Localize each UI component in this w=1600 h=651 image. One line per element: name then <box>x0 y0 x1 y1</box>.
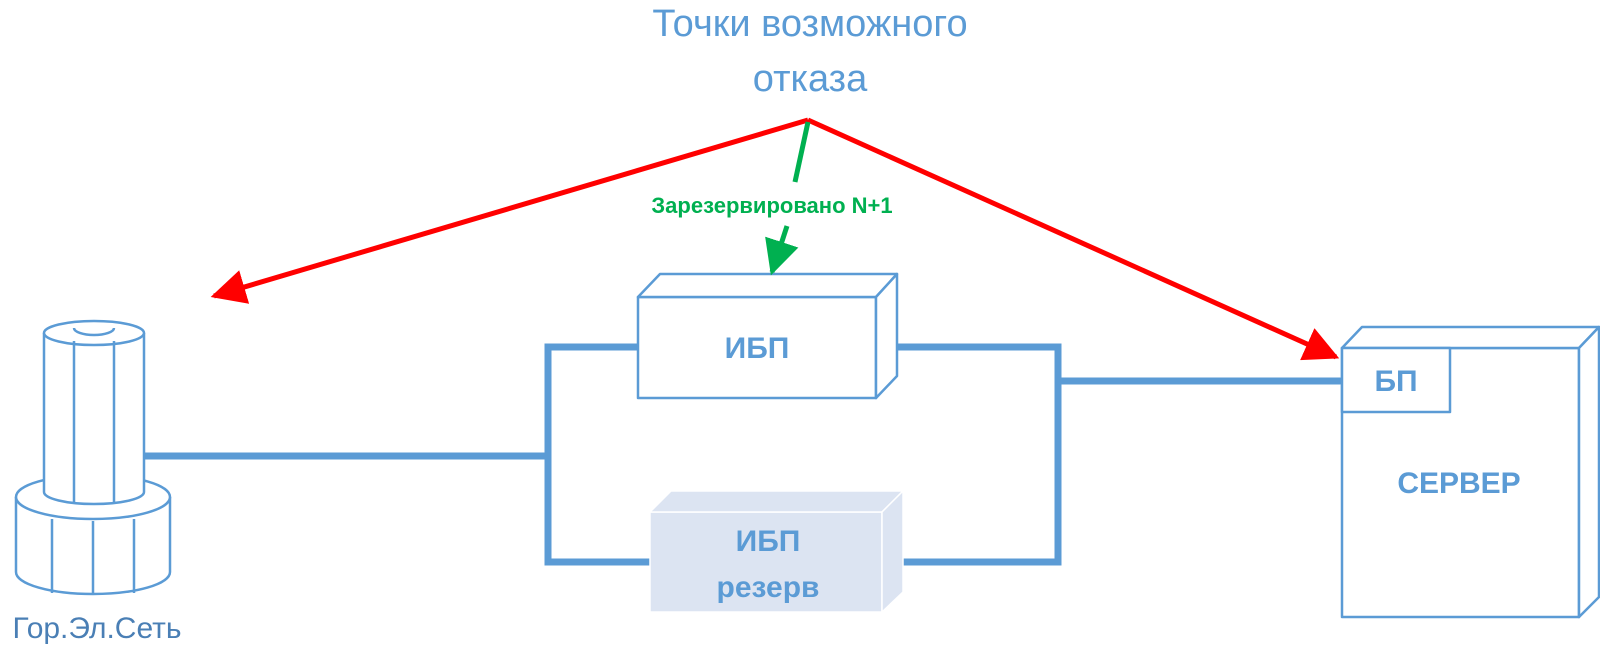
grid-label: Гор.Эл.Сеть <box>12 612 181 645</box>
ups-main-box <box>636 272 899 400</box>
ups-reserve-label-2: резерв <box>717 571 820 604</box>
title-line-1: Точки возможного <box>652 3 967 45</box>
psu-box <box>1340 346 1452 414</box>
server-box <box>1340 325 1600 619</box>
power-grid-icon <box>14 319 172 596</box>
ups-reserve-label-1: ИБП <box>736 525 801 558</box>
server-label: СЕРВЕР <box>1397 467 1520 500</box>
ups-main-label: ИБП <box>725 332 790 365</box>
redundancy-label: Зарезервировано N+1 <box>651 193 892 218</box>
redundancy-arrow-top <box>792 121 811 183</box>
psu-label: БП <box>1374 365 1417 398</box>
power-wiring <box>88 343 1344 566</box>
redundancy-arrow-bottom <box>765 225 799 276</box>
title-line-2: отказа <box>753 58 868 100</box>
failure-arrow-server <box>806 117 1340 361</box>
ups-output-join <box>871 343 1062 566</box>
failure-arrow-grid <box>210 117 809 304</box>
ups-reserve-box <box>649 490 904 613</box>
redundancy-arrow <box>765 121 811 276</box>
ups-input-split <box>544 343 654 566</box>
failure-arrows <box>210 117 1340 361</box>
